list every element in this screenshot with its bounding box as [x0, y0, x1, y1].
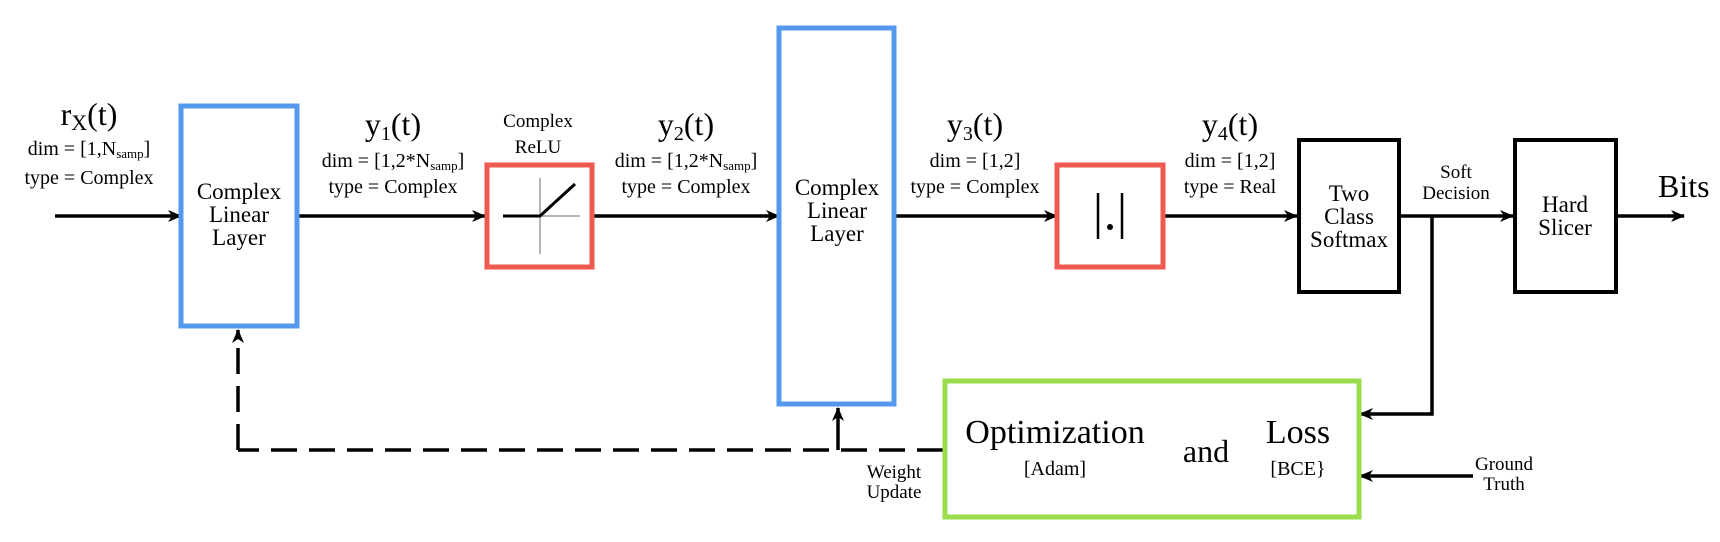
linear-layer-1-line3: Layer: [212, 225, 266, 250]
bits-output-label: Bits: [1658, 168, 1710, 204]
y1-dim-sub: samp: [430, 158, 458, 173]
input-signal-base: r: [60, 96, 72, 132]
y1-base: y: [364, 106, 381, 142]
softmax-label: Two Class Softmax: [1310, 182, 1388, 251]
y3-base: y: [946, 106, 963, 142]
linear-layer-1-line2: Linear: [208, 202, 269, 227]
optimization-loss-box: [942, 378, 1362, 520]
two-class-softmax-box: [1297, 138, 1401, 294]
y2-dim-suffix: ]: [750, 150, 758, 172]
y1-tail: (t): [390, 106, 422, 142]
hard-slicer-box: [1513, 138, 1618, 294]
y3-dim-label: dim = [1,2]: [929, 150, 1021, 172]
y1-type-label: type = Complex: [328, 176, 458, 198]
y2-type-label: type = Complex: [621, 176, 751, 198]
y4-sub: 4: [1217, 123, 1228, 145]
input-type-label: type = Complex: [24, 167, 154, 189]
y1-dim-suffix: ]: [457, 150, 465, 172]
weight-update-line2: Update: [866, 482, 922, 503]
weight-update-line1: Weight: [866, 462, 922, 483]
input-signal-tail: (t): [87, 96, 118, 132]
y2-signal-label: y2(t): [658, 108, 714, 144]
magnitude-box: [1054, 162, 1166, 270]
y3-type-label: type = Complex: [910, 176, 1040, 198]
y1-dim-label: dim = [1,2*Nsamp]: [322, 151, 465, 172]
y2-dim-prefix: dim = [1,2*N: [614, 150, 724, 172]
softmax-line3: Softmax: [1310, 227, 1388, 252]
linear-layer-1-line1: Complex: [196, 179, 282, 204]
bce-label: [BCE}: [1270, 458, 1326, 480]
y3-sub: 3: [962, 123, 973, 145]
adam-label: [Adam]: [1023, 458, 1087, 480]
y1-signal-label: y1(t): [365, 108, 421, 144]
y3-tail: (t): [972, 106, 1004, 142]
y4-type-label: type = Real: [1183, 176, 1277, 198]
y4-base: y: [1201, 106, 1218, 142]
softmax-line2: Class: [1324, 204, 1374, 229]
linear-layer-1-label: Complex Linear Layer: [197, 180, 281, 249]
relu-title-line2: ReLU: [514, 137, 562, 158]
relu-curve: [503, 182, 577, 218]
soft-decision-line2: Decision: [1422, 183, 1490, 204]
y2-base: y: [657, 106, 674, 142]
y4-dim-label: dim = [1,2]: [1184, 150, 1276, 172]
y4-signal-label: y4(t): [1202, 108, 1258, 144]
optimization-label: Optimization: [965, 414, 1145, 451]
ground-truth-line2: Truth: [1483, 474, 1525, 495]
softmax-line1: Two: [1328, 181, 1370, 206]
y3-signal-label: y3(t): [947, 108, 1003, 144]
loss-label: Loss: [1265, 414, 1331, 451]
y2-dim-label: dim = [1,2*Nsamp]: [615, 151, 758, 172]
linear-layer-2-line2: Linear: [806, 198, 867, 223]
magnitude-dot: [1107, 224, 1113, 230]
input-dim-suffix: ]: [143, 138, 151, 160]
input-signal-label: rX(t): [61, 98, 118, 134]
hard-slicer-line1: Hard: [1542, 192, 1588, 217]
soft-decision-line1: Soft: [1440, 162, 1472, 183]
hard-slicer-line2: Slicer: [1538, 215, 1592, 240]
complex-linear-layer-2-box: [776, 25, 897, 407]
and-label: and: [1182, 433, 1230, 469]
y2-tail: (t): [683, 106, 715, 142]
soft-decision-to-loss-arrow: [1359, 216, 1434, 420]
linear-layer-2-label: Complex Linear Layer: [795, 176, 879, 245]
complex-linear-layer-1-box: [178, 103, 300, 329]
y4-tail: (t): [1227, 106, 1259, 142]
relu-title-line1: Complex: [503, 111, 573, 132]
input-signal-sub: X: [71, 110, 88, 135]
hard-slicer-label: Hard Slicer: [1538, 193, 1592, 239]
input-dim-label: dim = [1,Nsamp]: [28, 139, 151, 160]
y1-dim-prefix: dim = [1,2*N: [321, 150, 431, 172]
linear-layer-2-line3: Layer: [810, 221, 864, 246]
input-dim-sub: samp: [116, 146, 144, 161]
input-dim-prefix: dim = [1,N: [27, 138, 117, 160]
y2-sub: 2: [673, 123, 684, 145]
y2-dim-sub: samp: [723, 158, 751, 173]
ground-truth-line1: Ground: [1474, 454, 1534, 475]
y1-sub: 1: [380, 123, 391, 145]
linear-layer-2-line1: Complex: [794, 175, 880, 200]
